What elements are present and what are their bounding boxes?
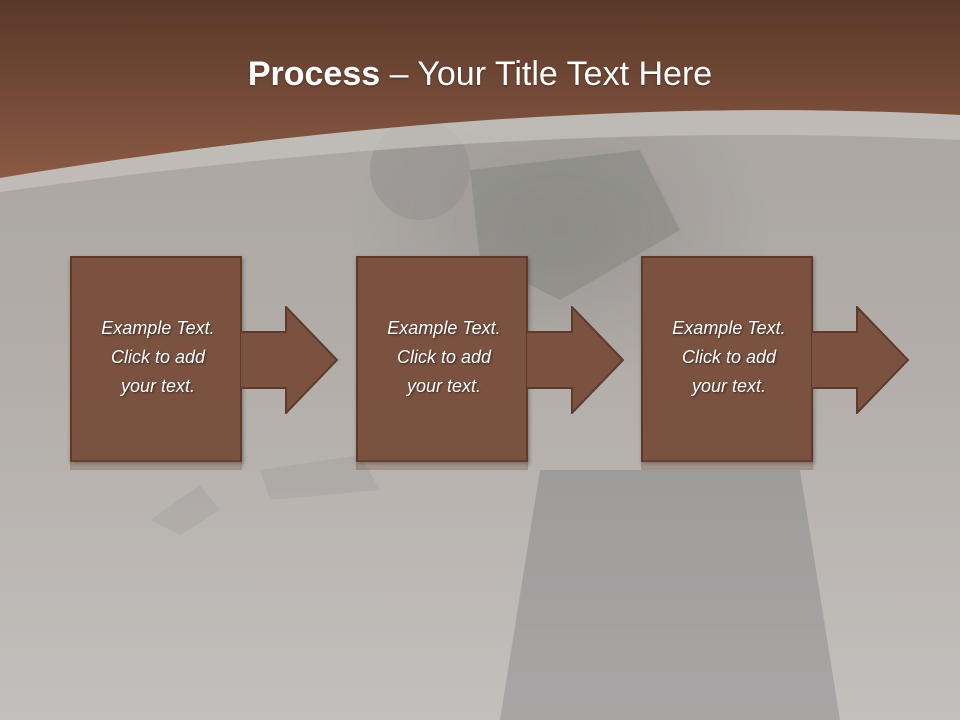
- right-arrow-icon: [811, 306, 910, 414]
- step-reflection: [641, 258, 908, 470]
- reflection-box: [641, 264, 813, 470]
- right-arrow-icon: [240, 306, 339, 414]
- step-text[interactable]: Example Text. Click to add your text.: [653, 314, 805, 401]
- step-box[interactable]: Example Text. Click to add your text.: [641, 256, 813, 462]
- title-rest: – Your Title Text Here: [380, 55, 713, 93]
- reflection-box: [356, 264, 528, 470]
- process-step-1: Example Text. Click to add your text.: [70, 256, 339, 468]
- slide-title[interactable]: Process – Your Title Text Here: [0, 52, 960, 96]
- step-box[interactable]: Example Text. Click to add your text.: [356, 256, 528, 462]
- process-step-2: Example Text. Click to add your text.: [356, 256, 625, 468]
- step-text[interactable]: Example Text. Click to add your text.: [82, 314, 234, 401]
- reflection-box: [70, 264, 242, 470]
- step-text[interactable]: Example Text. Click to add your text.: [368, 314, 520, 401]
- process-step-3: Example Text. Click to add your text.: [641, 256, 910, 468]
- step-box[interactable]: Example Text. Click to add your text.: [70, 256, 242, 462]
- step-reflection: [70, 258, 337, 470]
- step-reflection: [356, 258, 623, 470]
- right-arrow-icon: [526, 306, 625, 414]
- title-bold: Process: [247, 55, 381, 93]
